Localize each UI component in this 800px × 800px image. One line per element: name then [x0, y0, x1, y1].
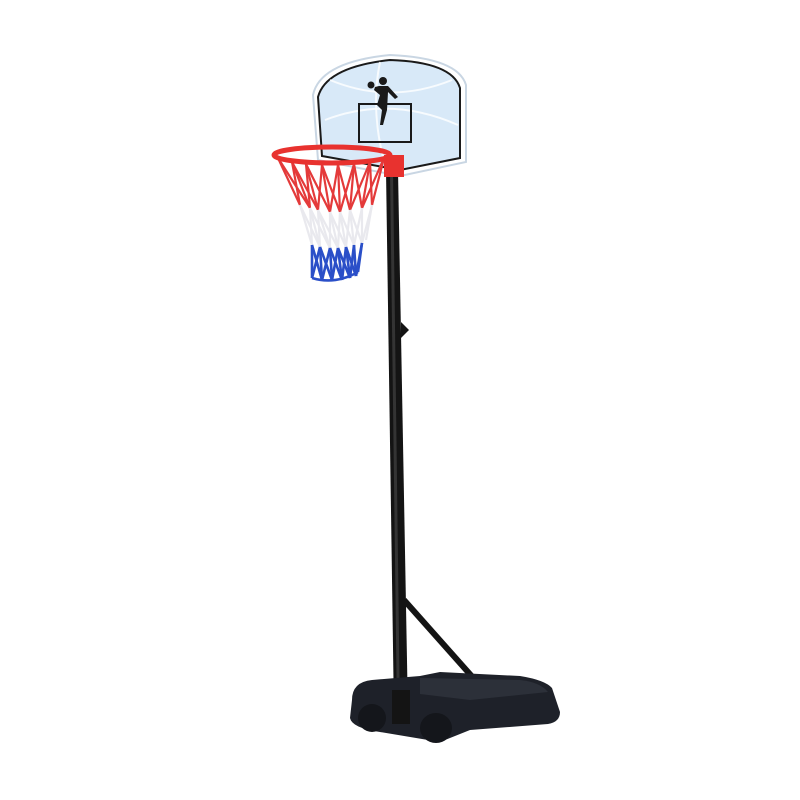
net: [277, 157, 386, 282]
wheel-right: [420, 713, 452, 743]
player-silhouette-logo: [367, 77, 398, 125]
rim: [271, 144, 393, 166]
weighted-base: [350, 672, 560, 743]
height-knob: [401, 322, 409, 338]
wheel-left: [358, 704, 386, 732]
pole: [384, 155, 487, 715]
rim-bracket: [384, 155, 404, 177]
